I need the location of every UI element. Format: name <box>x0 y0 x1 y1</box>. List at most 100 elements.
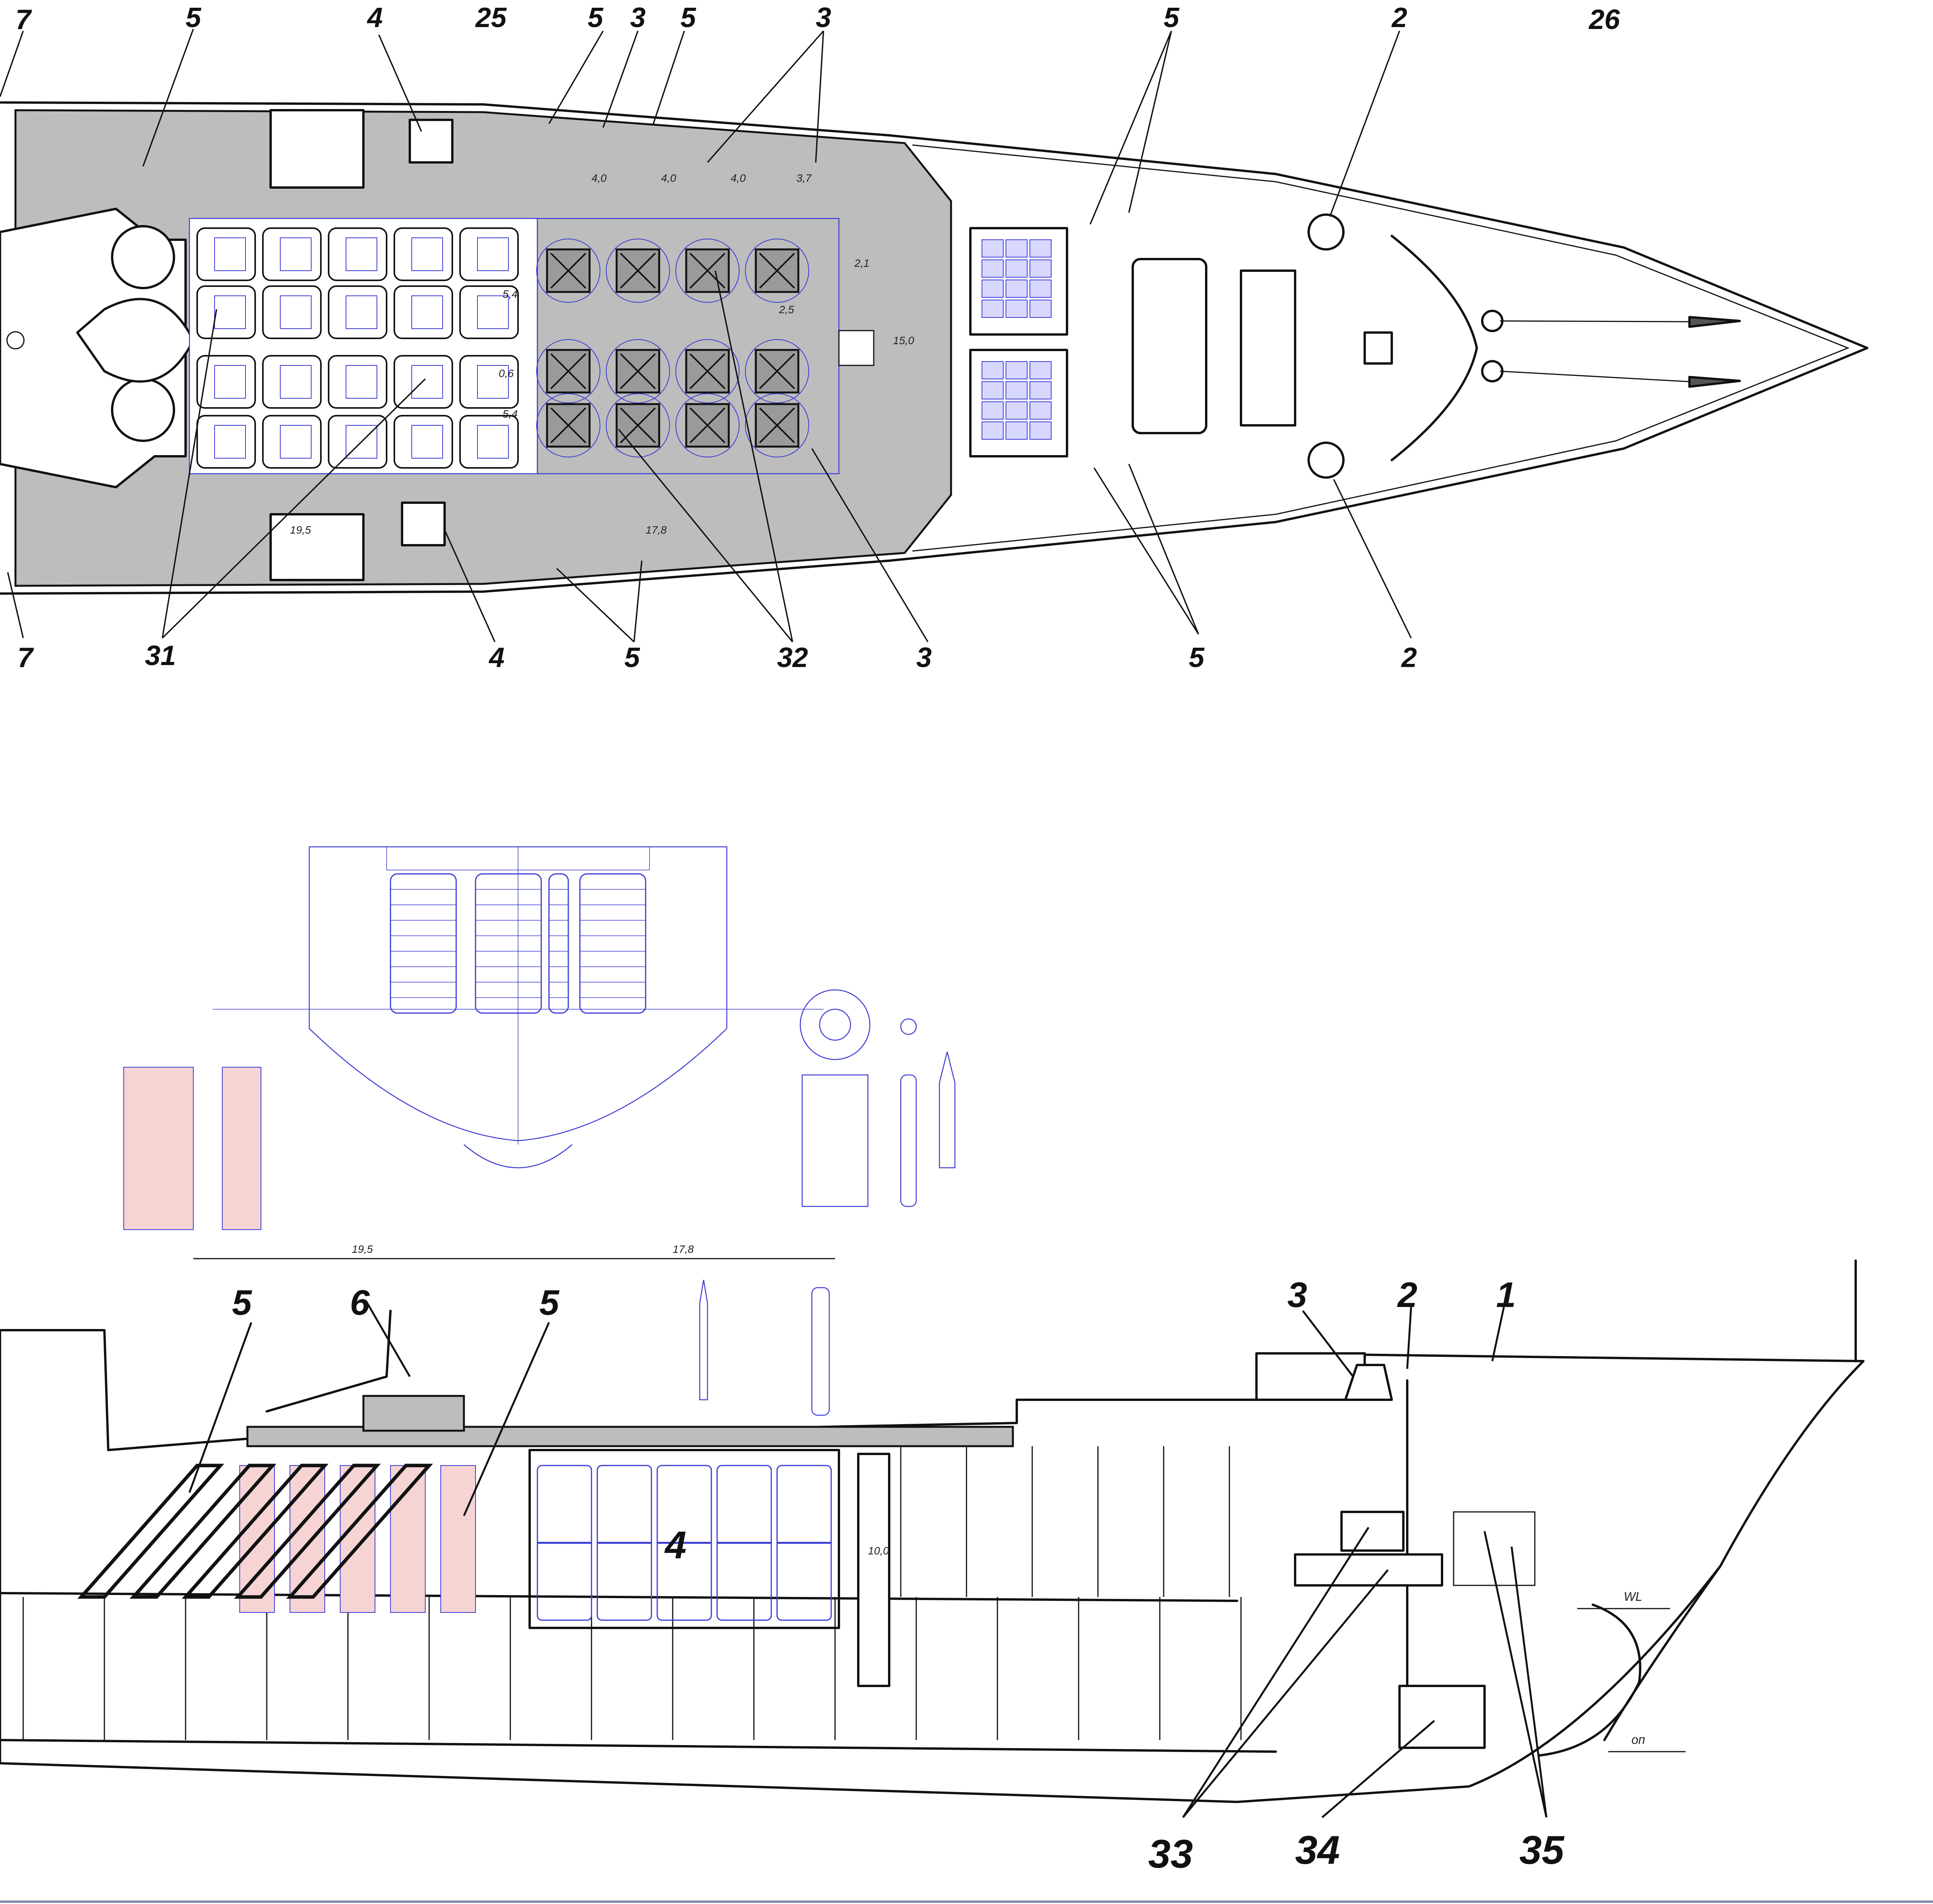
fwd-container-cell <box>1030 280 1052 298</box>
launcher-cell-32-cross <box>759 407 795 444</box>
cross-section-deck-upper <box>386 846 650 870</box>
launcher-cell-31-overlay <box>280 425 312 459</box>
cross-section-launcher <box>548 873 569 1014</box>
callout-plan-31: 31 <box>145 640 176 671</box>
fwd-container-cell <box>1030 259 1052 278</box>
launcher-cell-31-overlay <box>280 295 312 329</box>
callout-plan-2-top: 2 <box>1391 2 1407 33</box>
launcher-cell-31-overlay <box>411 295 443 329</box>
fwd-container-cell <box>1006 421 1028 440</box>
plan-hawse-top <box>1481 310 1503 332</box>
profile-view: WL оп <box>0 1258 1865 1803</box>
launcher-cell-32-cross <box>620 253 656 289</box>
profile-missile-drawing <box>699 1280 708 1401</box>
profile-chain-locker-35 <box>1453 1511 1536 1586</box>
launcher-cell-32-cross <box>759 353 795 389</box>
launcher-cell-31 <box>196 285 256 339</box>
fwd-container-cell <box>982 280 1004 298</box>
launcher-cell-31-overlay <box>280 237 312 271</box>
fwd-container-cell <box>982 239 1004 258</box>
launcher-cell-32-ring <box>675 339 740 403</box>
plan-fwd-container-cells <box>982 239 1052 440</box>
plan-mast-circle-bottom <box>111 378 175 442</box>
launcher-cell-31 <box>196 415 256 469</box>
profile-vertical-cells <box>537 1465 832 1621</box>
plan-target-mark <box>6 331 25 350</box>
callout-profile-6: 6 <box>350 1283 370 1322</box>
dim-3-7: 3,7 <box>796 172 812 184</box>
launcher-cell-31-overlay <box>411 425 443 459</box>
fwd-container-cell <box>982 421 1004 440</box>
launcher-cell-32-cross <box>689 253 726 289</box>
plan-deck-box-fwd <box>838 330 874 366</box>
launcher-cell-31 <box>262 285 322 339</box>
detail-missile-top-circle <box>900 1018 917 1035</box>
callout-plan-5-bottom-a: 5 <box>624 642 640 673</box>
launcher-cell-31-overlay <box>346 365 377 399</box>
dim-19-5-profile: 19,5 <box>352 1243 373 1255</box>
callout-plan-32: 32 <box>777 642 808 673</box>
fwd-container-cell <box>1006 401 1028 420</box>
plan-crane-bottom <box>401 502 446 546</box>
launcher-cell-31-overlay <box>346 425 377 459</box>
launcher-cell-31-overlay <box>214 365 246 399</box>
profile-launcher-arm <box>266 1310 392 1413</box>
dim-17-8-plan: 17,8 <box>646 524 667 536</box>
callout-plan-2-bottom: 2 <box>1401 642 1417 673</box>
launcher-cell-32-ring <box>536 393 600 457</box>
detail-launcher-side-a <box>123 1067 194 1230</box>
plan-forecastle-house <box>1132 258 1207 434</box>
profile-leaders <box>188 1302 1548 1818</box>
profile-deck-strip <box>246 1426 1014 1447</box>
plan-hawse-bottom <box>1481 360 1503 382</box>
inclined-launcher-tube <box>182 1464 329 1599</box>
callout-profile-5-right: 5 <box>539 1283 560 1322</box>
launcher-cell-32-ring <box>675 393 740 457</box>
launcher-cell-31 <box>394 415 453 469</box>
launcher-cell-32-cross <box>620 407 656 444</box>
launcher-cell-32-ring <box>675 239 740 303</box>
launcher-cell-32-ring <box>606 239 670 303</box>
dim-4-0-b: 4,0 <box>661 172 676 184</box>
callout-profile-5-left: 5 <box>232 1283 252 1322</box>
callout-plan-5-top-b: 5 <box>588 2 603 33</box>
plan-hatch-bottom-left <box>269 513 365 581</box>
launcher-cell-32-ring <box>745 239 809 303</box>
launcher-cell-31 <box>459 285 519 339</box>
fwd-container-cell <box>982 381 1004 399</box>
inclined-launcher-tube <box>234 1464 381 1599</box>
profile-machinery-33a <box>1340 1511 1405 1552</box>
callout-plan-5-top-d: 5 <box>1164 2 1180 33</box>
dim-5-4-b: 5,4 <box>503 408 518 420</box>
plan-launcher-cells-32 <box>536 239 809 457</box>
dim-17-8-profile: 17,8 <box>673 1243 694 1255</box>
callout-plan-7-top: 7 <box>15 4 32 35</box>
inclined-launcher-cell <box>440 1465 476 1613</box>
plan-anchor-chain-bottom <box>1500 370 1690 382</box>
launcher-cell-32-ring <box>536 339 600 403</box>
profile-main-deck-line <box>0 1592 1238 1602</box>
profile-machinery-33b <box>1294 1553 1443 1587</box>
fwd-container-cell <box>1006 361 1028 379</box>
inclined-launcher-tube <box>130 1464 276 1599</box>
callout-profile-3: 3 <box>1287 1275 1307 1315</box>
launcher-cell-32-cross <box>689 353 726 389</box>
launcher-cell-32-cross <box>550 407 586 444</box>
launcher-cell-31-overlay <box>214 237 246 271</box>
fwd-container-cell <box>1006 300 1028 318</box>
hull-cross-section-keel <box>464 1144 573 1169</box>
launcher-cell-31 <box>196 227 256 281</box>
inclined-launcher-tube <box>286 1464 433 1599</box>
inclined-launcher-tube <box>77 1464 224 1599</box>
launcher-cell-31-overlay <box>477 365 509 399</box>
plan-anchor-top <box>1688 316 1741 328</box>
callout-profile-35: 35 <box>1519 1828 1565 1873</box>
launcher-cell-31 <box>459 355 519 409</box>
launcher-cell-31 <box>262 415 322 469</box>
callout-profile-4: 4 <box>664 1524 687 1567</box>
launcher-cell-32-cross <box>550 353 586 389</box>
detail-launcher-top-circle <box>799 989 871 1060</box>
profile-gun-mount <box>1344 1364 1393 1401</box>
